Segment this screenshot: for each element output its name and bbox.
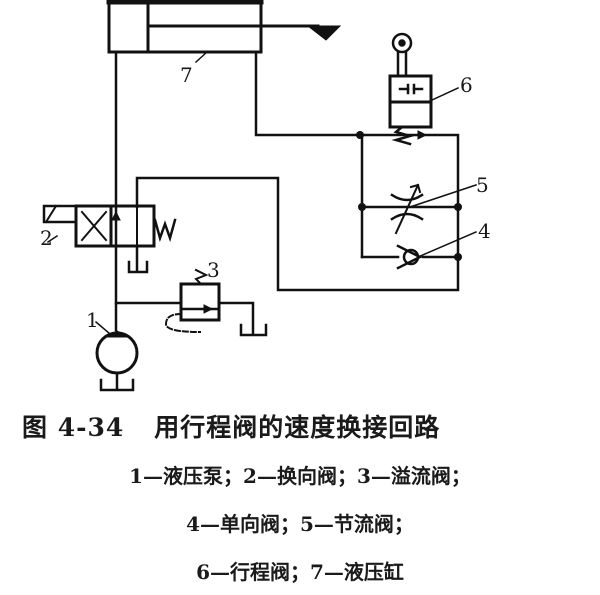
label-3: 3 (207, 258, 220, 282)
label-2: 2 (40, 226, 53, 250)
figure-caption: 图 4-34 用行程阀的速度换接回路 (22, 408, 582, 444)
label-6: 6 (460, 73, 473, 97)
return-line (135, 50, 460, 292)
label-7: 7 (180, 63, 193, 87)
relief-valve-3 (114, 268, 268, 337)
hydraulic-cylinder-7 (106, 0, 342, 64)
figure-title: 用行程阀的速度换接回路 (154, 413, 441, 442)
check-valve-4 (360, 231, 477, 270)
hydraulic-pump-1 (94, 320, 139, 392)
label-5: 5 (476, 173, 489, 197)
directional-valve-2 (42, 204, 177, 274)
figure-number: 图 4-34 (22, 413, 125, 442)
travel-valve-6 (388, 32, 459, 146)
legend-line-2: 4—单向阀；5—节流阀； (186, 512, 414, 536)
label-4: 4 (478, 219, 491, 243)
legend-line-3: 6—行程阀；7—液压缸 (196, 560, 404, 584)
junction-dots (356, 131, 462, 261)
label-1: 1 (86, 308, 99, 332)
legend-line-1: 1—液压泵；2—换向阀；3—溢流阀； (129, 464, 471, 488)
throttle-valve-5 (360, 133, 477, 259)
hydraulic-circuit-diagram: 7 6 5 4 2 3 1 (40, 0, 491, 392)
